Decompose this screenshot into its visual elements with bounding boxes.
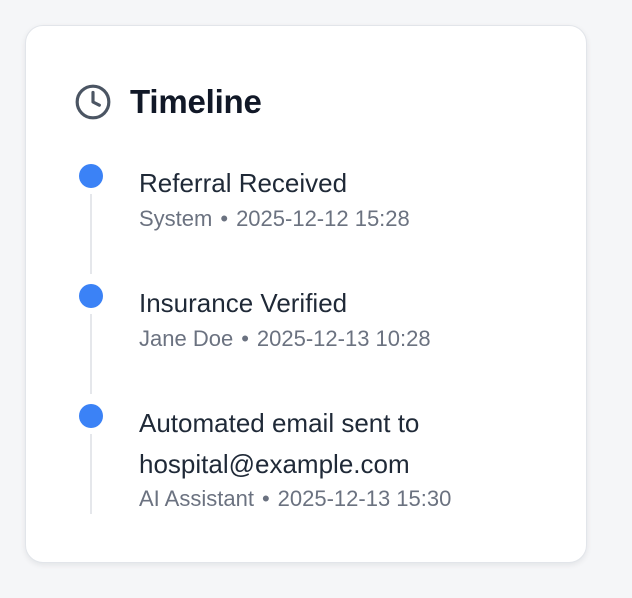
timeline-title: Timeline	[130, 83, 262, 120]
event-timestamp: 2025-12-12 15:28	[236, 206, 410, 231]
meta-separator: •	[220, 206, 229, 231]
timeline-list: Referral Received System • 2025-12-12 15:2…	[26, 26, 586, 562]
event-actor: System	[139, 206, 213, 231]
event-title-line-1: Automated email sent to	[139, 408, 420, 438]
timeline-connector	[90, 194, 92, 274]
event-meta: System • 2025-12-12 15:28	[139, 206, 410, 232]
event-timestamp: 2025-12-13 10:28	[256, 326, 431, 351]
event-title: Insurance Verified	[139, 288, 348, 318]
event-meta: AI Assistant • 2025-12-13 15:30	[139, 486, 451, 512]
meta-separator: •	[261, 486, 270, 511]
event-title: Referral Received	[139, 168, 348, 198]
timeline-connector	[90, 434, 92, 514]
timeline-connector	[90, 314, 92, 394]
timeline-dot	[79, 284, 103, 308]
timeline-dot	[79, 404, 103, 428]
meta-separator: •	[241, 326, 249, 351]
event-title-line-2: hospital@example.com	[139, 449, 410, 479]
event-meta: Jane Doe • 2025-12-13 10:28	[139, 326, 431, 352]
timeline-header: Timeline	[74, 83, 262, 121]
timeline-dot	[79, 164, 103, 188]
timeline-card: Timeline Referral Received System • 2025-1…	[25, 25, 587, 563]
event-actor: Jane Doe	[139, 326, 234, 351]
clock-icon	[74, 83, 112, 121]
event-timestamp: 2025-12-13 15:30	[277, 486, 452, 511]
event-actor: AI Assistant	[139, 486, 254, 511]
